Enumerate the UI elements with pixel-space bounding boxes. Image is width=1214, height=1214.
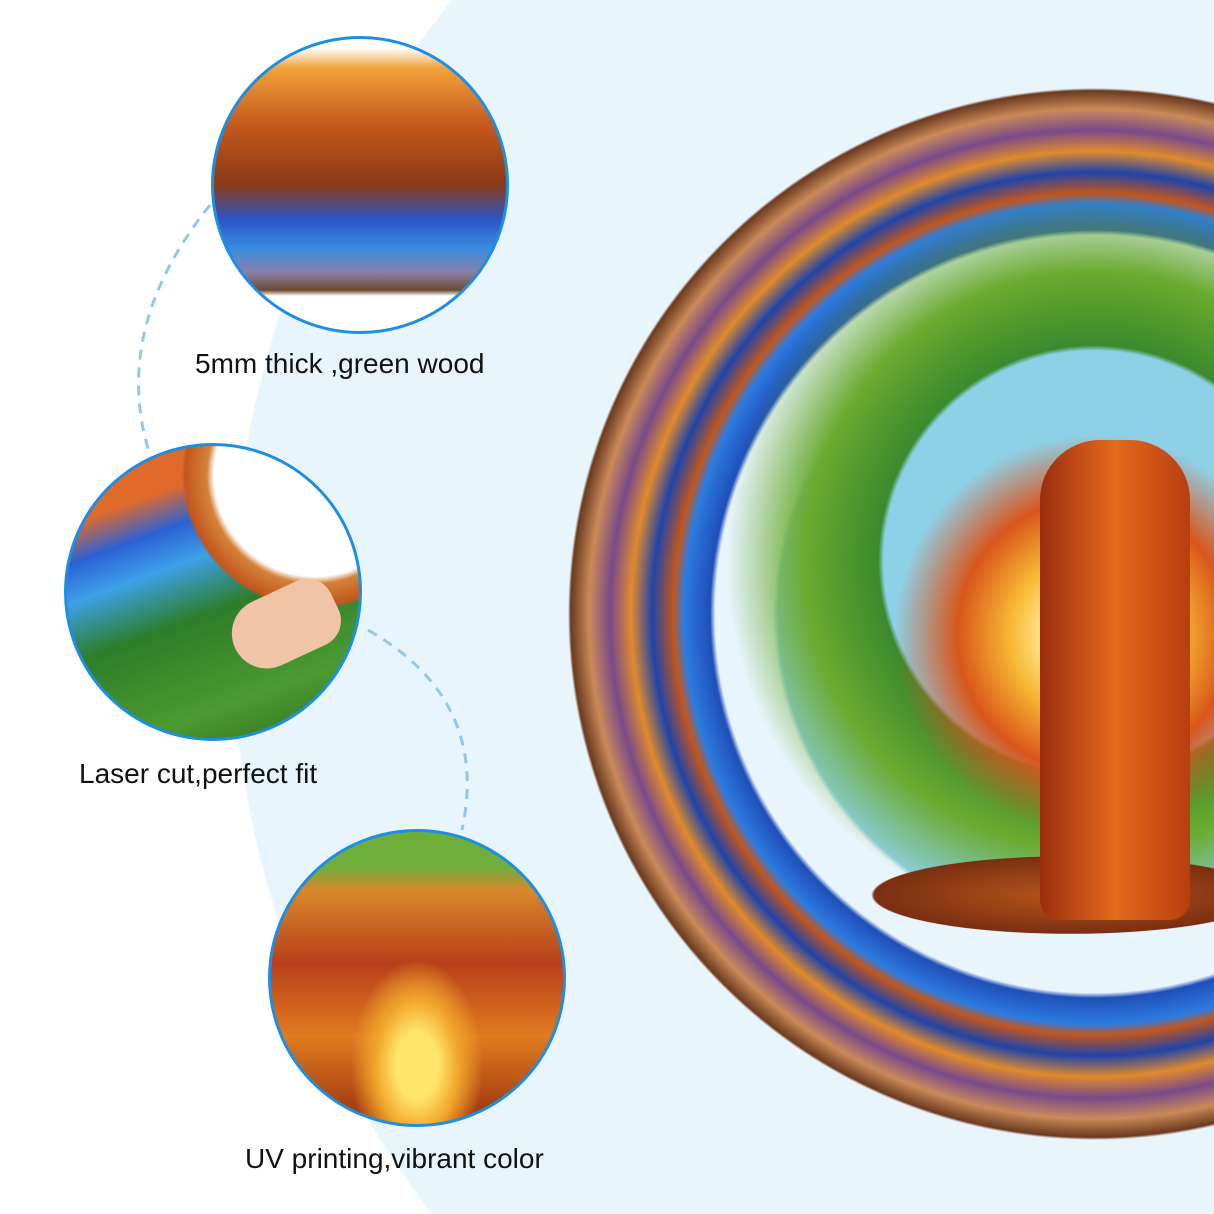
dashed-connector <box>137 204 469 831</box>
vibrant-tree-closeup-image <box>268 829 566 1127</box>
tree-trunk <box>1040 440 1190 920</box>
feature-label-thickness: 5mm thick ,green wood <box>195 348 485 379</box>
wood-edge-closeup-image <box>211 36 509 334</box>
feature-label-uv-printing: UV printing,vibrant color <box>245 1143 544 1174</box>
feature-label-laser-cut: Laser cut,perfect fit <box>79 758 318 789</box>
dashed-connector-1 <box>137 204 212 456</box>
dashed-connector-2 <box>367 628 469 831</box>
